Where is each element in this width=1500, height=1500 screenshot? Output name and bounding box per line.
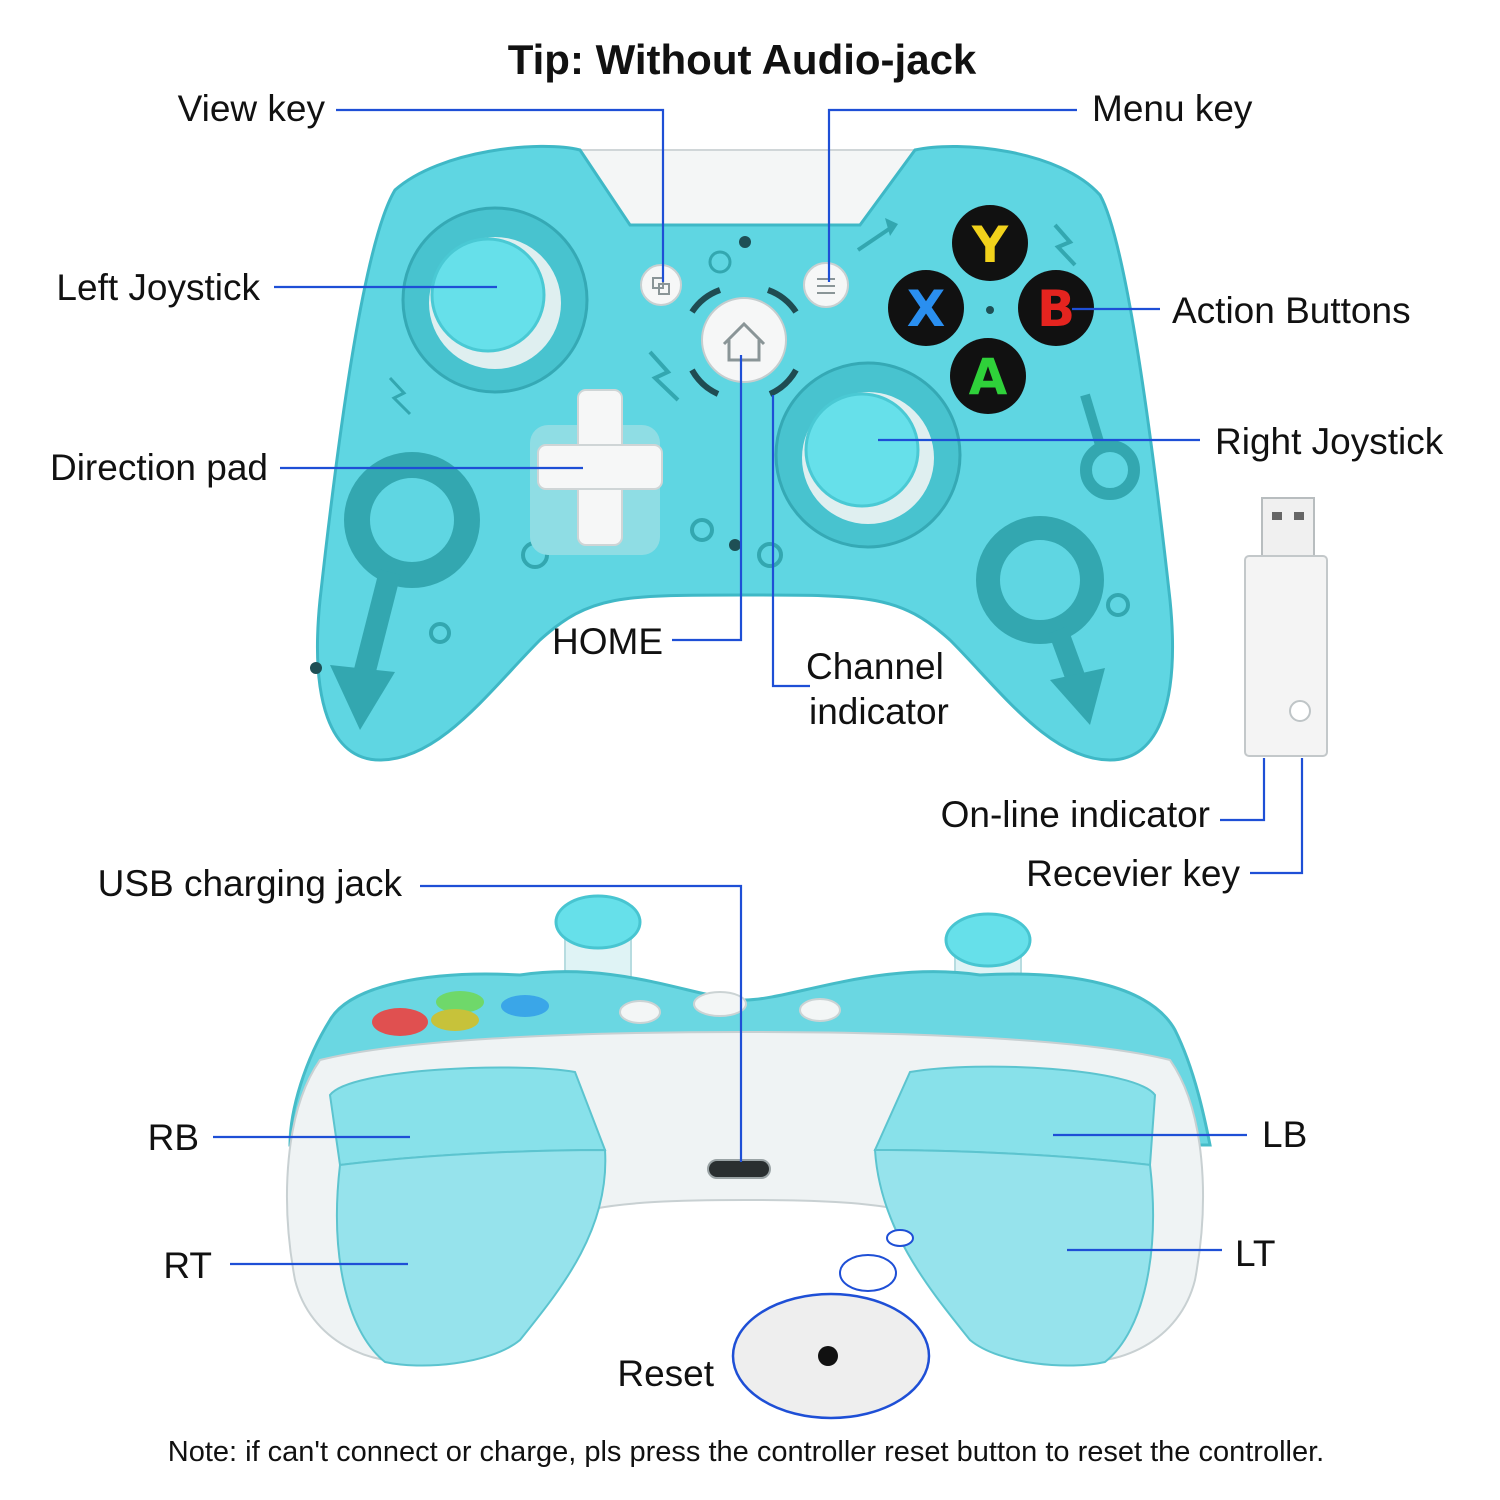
usb-charging-port — [707, 1159, 771, 1179]
channel-indicator-ring — [689, 287, 799, 397]
label-online-indicator: On-line indicator — [941, 794, 1210, 835]
deco-bubble-5 — [690, 518, 714, 542]
leader-online-indicator — [1220, 758, 1266, 822]
footer-note: Note: if can't connect or charge, pls pr… — [168, 1436, 1324, 1468]
left-joystick[interactable] — [401, 206, 589, 394]
y-button[interactable] — [952, 205, 1028, 281]
leader-usb-charging-jack — [420, 884, 743, 1162]
menu-icon — [817, 278, 835, 294]
a-button-label: A — [969, 348, 1008, 406]
usb-receiver — [1244, 497, 1328, 757]
label-right-joystick: Right Joystick — [1215, 421, 1444, 462]
label-lb: LB — [1262, 1114, 1307, 1155]
reset-button[interactable] — [818, 1346, 838, 1366]
usb-plug — [1261, 497, 1315, 559]
label-channel-indicator-line2: indicator — [809, 691, 949, 732]
deco-bubble-4 — [1106, 593, 1130, 617]
deco-dot-top — [739, 236, 751, 248]
label-view-key: View key — [178, 88, 326, 129]
reset-bubble-small — [886, 1229, 914, 1247]
deco-dot-bottom — [729, 539, 741, 551]
leader-home — [672, 355, 743, 642]
back-controller — [286, 894, 1212, 1420]
y-button-label: Y — [971, 216, 1009, 274]
leader-channel-indicator — [771, 395, 810, 688]
reset-bubble-medium — [839, 1254, 897, 1292]
back-a-button — [431, 1009, 479, 1031]
menu-key[interactable] — [803, 262, 849, 308]
right-joystick[interactable] — [774, 361, 962, 549]
leader-view-key — [336, 108, 665, 282]
receiver-key-button[interactable] — [1289, 700, 1311, 722]
rt-trigger[interactable] — [336, 1148, 607, 1367]
label-lt: LT — [1235, 1233, 1275, 1274]
label-action-buttons: Action Buttons — [1172, 290, 1411, 331]
label-menu-key: Menu key — [1092, 88, 1253, 129]
deco-ring-right — [976, 516, 1104, 644]
action-buttons: Y X B A — [888, 205, 1094, 414]
label-receiver-key: Recevier key — [1026, 853, 1240, 894]
home-icon — [722, 321, 766, 362]
lightning-icon — [1053, 223, 1077, 267]
back-b-button — [372, 1008, 428, 1036]
back-x-button — [501, 995, 549, 1017]
deco-ring-small-right — [1080, 440, 1140, 500]
leader-receiver-key — [1250, 758, 1304, 875]
b-button-label: B — [1037, 280, 1075, 338]
label-left-joystick: Left Joystick — [56, 267, 260, 308]
front-controller: Y X B A — [310, 144, 1174, 762]
x-button-label: X — [907, 280, 946, 338]
direction-pad[interactable] — [530, 389, 663, 555]
lightning-icon — [648, 350, 680, 402]
back-right-stick — [944, 912, 1032, 968]
deco-arrow-top-head — [885, 218, 898, 236]
leader-menu-key — [827, 108, 1077, 282]
label-usb-charging-jack: USB charging jack — [98, 863, 403, 904]
back-y-button — [436, 991, 484, 1013]
deco-dot-left — [310, 662, 322, 674]
deco-arrow-small-right — [1080, 393, 1105, 447]
deco-bubble-3 — [708, 250, 732, 274]
b-button[interactable] — [1018, 270, 1094, 346]
label-reset: Reset — [617, 1353, 714, 1394]
a-button[interactable] — [950, 338, 1026, 414]
deco-bubble-2 — [429, 622, 451, 644]
view-key[interactable] — [640, 264, 682, 306]
deco-bubble-6 — [757, 542, 783, 568]
leader-lines — [213, 108, 1304, 1266]
diagram-title: Tip: Without Audio-jack — [508, 36, 977, 83]
label-channel-indicator-line1: Channel — [806, 646, 944, 687]
lightning-icon — [388, 376, 412, 416]
top-bumper-plate — [573, 149, 917, 226]
label-rt: RT — [163, 1245, 212, 1286]
back-left-stick — [554, 894, 642, 950]
label-home: HOME — [552, 621, 663, 662]
decorative-symbols — [310, 218, 1140, 730]
receiver-body — [1244, 555, 1328, 757]
x-button[interactable] — [888, 270, 964, 346]
deco-arrow-left-head — [330, 665, 395, 730]
lt-trigger[interactable] — [873, 1148, 1154, 1367]
deco-ring-left — [344, 452, 480, 588]
label-direction-pad: Direction pad — [50, 447, 268, 488]
label-rb: RB — [148, 1117, 199, 1158]
labels: View key Menu key Left Joystick Action B… — [50, 88, 1444, 1394]
home-button[interactable] — [701, 297, 787, 383]
deco-arrow-right-head — [1050, 668, 1105, 725]
